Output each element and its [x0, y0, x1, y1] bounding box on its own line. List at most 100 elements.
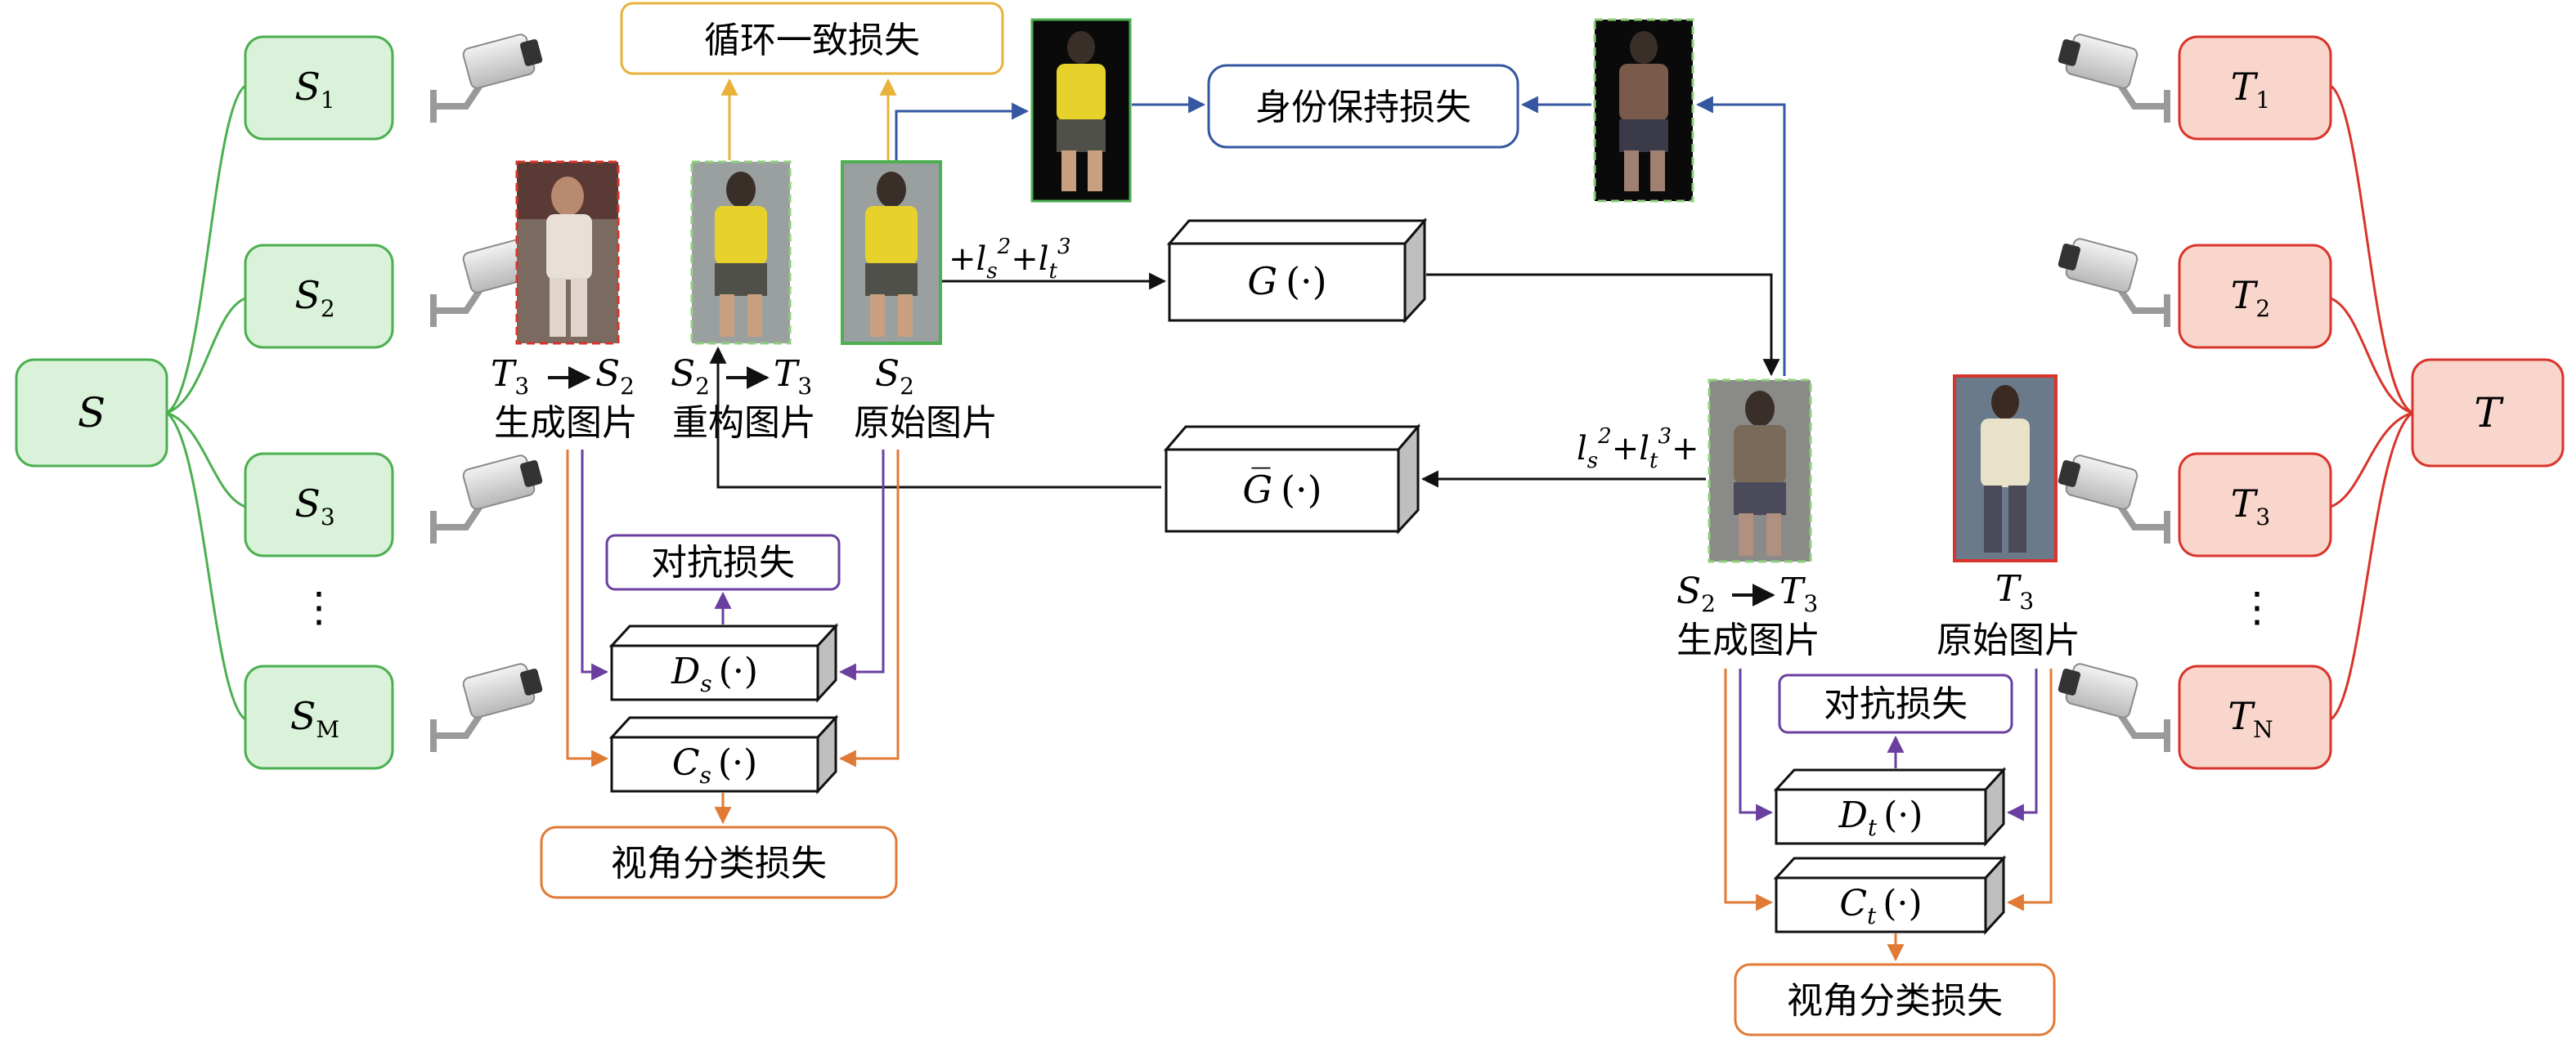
source-camera-3: S3	[244, 452, 394, 557]
source-camera-m: SM	[244, 665, 394, 770]
svg-text:对抗损失: 对抗损失	[1824, 683, 1968, 725]
target-tree-lines	[2330, 84, 2413, 721]
image-original-s2	[841, 160, 942, 345]
target-camera-3-sub: 3	[2255, 504, 2270, 530]
svg-text:T2: T2	[2231, 273, 2271, 322]
cctv-camera-icon	[2058, 454, 2170, 544]
svg-text:Cs(·): Cs(·)	[672, 742, 757, 789]
image-identity-source	[1030, 18, 1132, 203]
source-camera-m-base: S	[290, 694, 316, 738]
svg-text:S3: S3	[294, 481, 334, 530]
svg-text:S2: S2	[294, 273, 334, 322]
source-camera-m-sub: M	[316, 716, 339, 743]
edge-label-to-generator: +ls2+lt3	[949, 235, 1071, 284]
cctv-camera-icon	[430, 34, 543, 123]
target-ellipsis: ⋮	[2237, 584, 2278, 631]
caption-original-label: 原始图片	[854, 402, 998, 444]
loss-adversarial-target: 对抗损失	[1778, 674, 2013, 734]
source-camera-1-sub: 1	[321, 87, 335, 114]
svg-text:S2: S2	[671, 353, 710, 400]
target-camera-n-sub: N	[2253, 716, 2273, 743]
cctv-camera-icon	[2058, 238, 2170, 327]
caption-reconstructed-s2-to-t3: S2 T3 重构图片	[671, 353, 816, 444]
module-classifier-source: Cs(·)	[608, 714, 839, 795]
source-camera-1-base: S	[294, 65, 321, 109]
target-camera-3: T3	[2178, 452, 2332, 557]
source-camera-2: S2	[244, 244, 394, 349]
cctv-camera-icon	[430, 454, 543, 544]
image-generated-t3-to-s2	[515, 160, 620, 345]
svg-text:T3: T3	[774, 353, 812, 400]
target-camera-1-sub: 1	[2255, 87, 2270, 114]
source-camera-3-sub: 3	[321, 504, 335, 530]
caption-generated-label: 生成图片	[494, 402, 638, 444]
svg-text:T1: T1	[2231, 65, 2271, 114]
source-camera-1: S1	[244, 35, 394, 141]
svg-text:TN: TN	[2228, 694, 2273, 743]
loss-view-classification-target: 视角分类损失	[1734, 963, 2056, 1036]
svg-text:T3: T3	[2231, 481, 2271, 530]
svg-text:视角分类损失: 视角分类损失	[611, 843, 827, 884]
arrows-identity-loss	[895, 96, 1786, 376]
arrows-cycle-loss	[720, 78, 897, 160]
module-discriminator-source: Ds(·)	[608, 623, 839, 703]
caption-original-s2: S2 原始图片	[854, 353, 998, 444]
svg-text:SM: SM	[290, 694, 339, 743]
arrows-source-discriminator	[566, 450, 900, 825]
image-identity-generated	[1593, 18, 1694, 203]
svg-text:视角分类损失: 视角分类损失	[1787, 980, 2003, 1022]
image-reconstructed-s2-to-t3	[690, 160, 792, 345]
source-camera-3-base: S	[294, 481, 321, 526]
svg-text:G̅(·): G̅(·)	[1242, 467, 1322, 512]
loss-adversarial-source: 对抗损失	[605, 534, 841, 591]
caption-generated-t3-to-s2: T3 S2 生成图片	[491, 353, 638, 444]
target-camera-1: T1	[2178, 35, 2332, 141]
source-tree-lines	[166, 84, 246, 721]
svg-text:T3: T3	[1779, 571, 1818, 617]
target-camera-2: T2	[2178, 244, 2332, 349]
arrows-generation	[709, 272, 1780, 489]
module-discriminator-target: Dt(·)	[1773, 767, 2007, 847]
svg-text:Dt(·): Dt(·)	[1838, 795, 1923, 841]
module-inverse-generator: G̅(·)	[1163, 423, 1421, 535]
source-root-node: S	[15, 358, 168, 468]
target-camera-2-base: T	[2231, 273, 2259, 317]
image-generated-s2-to-t3	[1708, 378, 1812, 563]
svg-text:T3: T3	[1995, 568, 2034, 615]
svg-text:S1: S1	[294, 65, 334, 114]
source-camera-2-base: S	[294, 273, 321, 317]
svg-text:S2: S2	[875, 353, 914, 400]
svg-text:循环一致损失: 循环一致损失	[704, 20, 920, 61]
svg-text:S2: S2	[595, 353, 635, 400]
module-generator: G(·)	[1166, 217, 1428, 324]
image-original-t3	[1953, 374, 2058, 562]
target-camera-1-base: T	[2231, 65, 2259, 109]
caption-original-t3: T3 原始图片	[1936, 568, 2080, 661]
target-camera-n-base: T	[2228, 694, 2255, 738]
svg-text:对抗损失: 对抗损失	[651, 542, 795, 584]
target-root-label: T	[2474, 389, 2504, 436]
target-camera-3-base: T	[2231, 481, 2259, 526]
source-camera-2-sub: 2	[321, 295, 335, 322]
loss-identity-preserving: 身份保持损失	[1207, 64, 1519, 149]
source-ellipsis: ⋮	[298, 584, 339, 631]
target-camera-2-sub: 2	[2255, 295, 2270, 322]
caption-reconstructed-label: 重构图片	[672, 402, 816, 444]
cctv-camera-icon	[430, 663, 543, 752]
caption-generated-s2-to-t3: S2 T3 生成图片	[1676, 571, 1820, 661]
svg-text:Ds(·): Ds(·)	[671, 651, 758, 697]
source-root-label: S	[78, 389, 105, 436]
cctv-camera-icon	[2058, 663, 2170, 752]
loss-view-classification-source: 视角分类损失	[540, 826, 898, 899]
arrows-target-discriminator	[1724, 669, 2053, 962]
module-classifier-target: Ct(·)	[1773, 855, 2007, 935]
svg-text:身份保持损失: 身份保持损失	[1255, 87, 1471, 128]
caption-generated-target-label: 生成图片	[1676, 620, 1820, 661]
svg-text:S2: S2	[1676, 571, 1716, 617]
caption-original-target-label: 原始图片	[1936, 620, 2080, 661]
cctv-camera-icon	[2058, 34, 2170, 123]
svg-text:Ct(·): Ct(·)	[1839, 883, 1922, 929]
loss-cycle-consistency: 循环一致损失	[620, 2, 1004, 75]
edge-label-to-inverse: ls2+lt3+	[1577, 424, 1699, 473]
